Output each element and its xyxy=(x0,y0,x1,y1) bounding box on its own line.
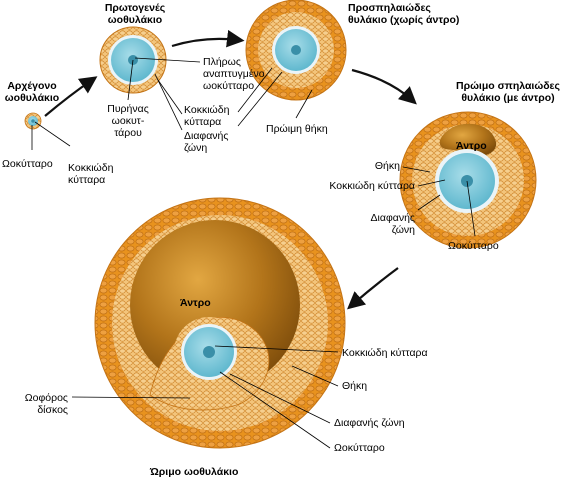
label-oocyte-primordial: Ωοκύτταρο xyxy=(2,158,53,170)
label-full-oocyte: Πλήρως αναπτυγμένο ωοκύτταρο xyxy=(203,56,265,92)
label-antrum-early: Άντρο xyxy=(456,140,487,152)
primordial-follicle xyxy=(24,112,42,130)
label-oocyte-mature: Ωοκύτταρο xyxy=(334,442,385,454)
label-theca-early: Θήκη xyxy=(374,160,400,172)
label-zona-early: Διαφανής ζώνη xyxy=(370,212,415,236)
label-cumulus: Ωοφόρος δίσκος xyxy=(24,392,68,416)
stage-title-primordial: Αρχέγονο ωοθυλάκιο xyxy=(4,80,60,104)
preantral-follicle xyxy=(245,0,347,101)
label-oocyte-nucleus: Πυρήνας ωοκυτ- τάρου xyxy=(107,103,149,139)
mature-follicle xyxy=(94,197,346,449)
leader-lines xyxy=(31,57,476,449)
label-zona-mature: Διαφανής ζώνη xyxy=(334,417,405,429)
label-oocyte-early: Ωοκύτταρο xyxy=(448,240,499,252)
early-antral-follicle xyxy=(399,111,537,249)
arrow-early-to-mature xyxy=(347,267,399,310)
label-antrum-mature: Άντρο xyxy=(180,297,211,309)
stage-title-mature: Ώριμο ωοθυλάκιο xyxy=(150,466,239,478)
label-granulosa-primordial: Κοκκιώδη κύτταρα xyxy=(68,162,114,186)
progression-arrows xyxy=(44,29,417,310)
label-theca-mature: Θήκη xyxy=(342,380,368,392)
label-granulosa-primary: Κοκκιώδη κύτταρα xyxy=(184,104,230,128)
stage-title-primary: Πρωτογενές ωοθυλάκιο xyxy=(104,2,166,26)
arrow-primary-to-preantral xyxy=(171,29,245,48)
label-granulosa-early: Κοκκιώδη κύτταρα xyxy=(329,180,415,192)
label-early-theca: Πρώιμη θήκη xyxy=(266,123,328,135)
arrow-preantral-to-early-antral xyxy=(351,68,417,105)
arrow-primordial-to-primary xyxy=(44,76,98,117)
stage-title-early-antral: Πρώιμο σπηλαιώδες θυλάκιο (με άντρο) xyxy=(455,80,561,104)
stage-title-preantral: Προσπηλαιώδες θυλάκιο (χωρίς άντρο) xyxy=(348,2,460,26)
label-granulosa-mature: Κοκκιώδη κύτταρα xyxy=(342,347,428,359)
label-zona-primary: Διαφανής ζώνη xyxy=(184,130,229,154)
